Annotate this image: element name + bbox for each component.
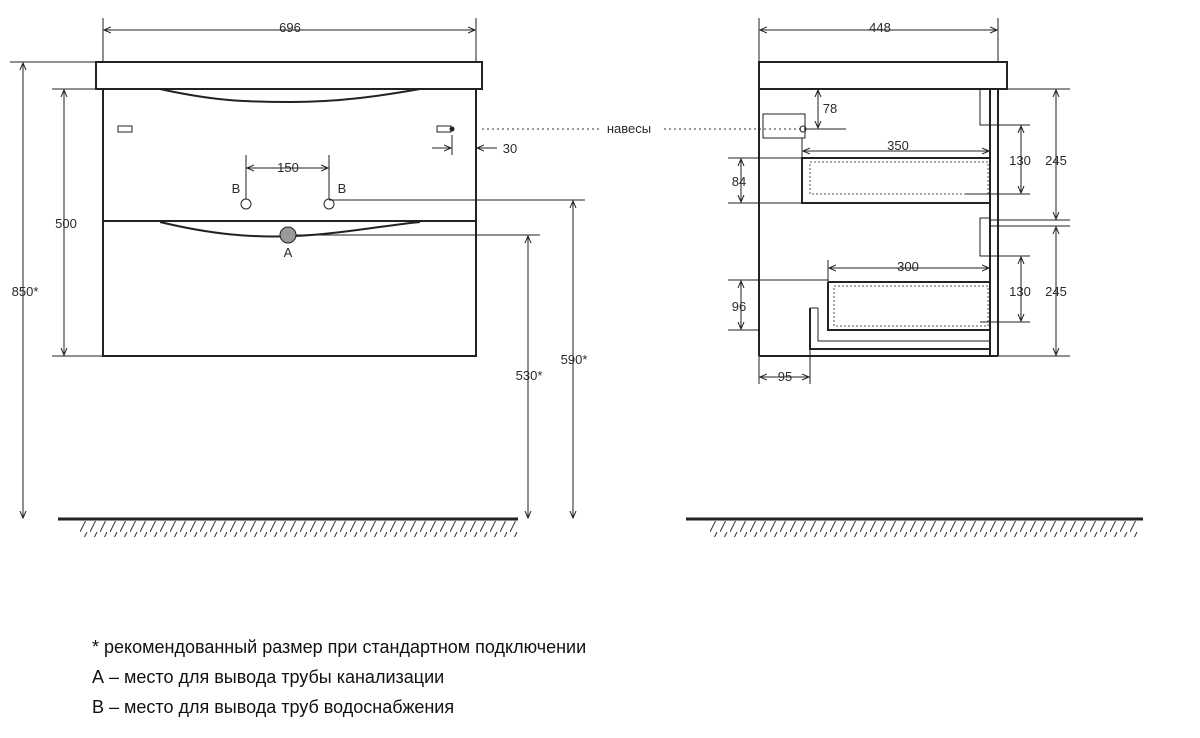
dim-tap-spacing: 150: [277, 160, 299, 175]
dim-width: 696: [279, 20, 301, 35]
hanger-point: [449, 126, 455, 132]
bottom-drawer-front-lip: [979, 217, 991, 257]
dim-bottom-drawer-depth: 300: [897, 259, 919, 274]
note-recommended: * рекомендованный размер при стандартном…: [92, 637, 587, 657]
top-drawer-front-lip: [979, 88, 991, 126]
dim-depth: 448: [869, 20, 891, 35]
side-view: 448 78 350 84 130 245 300 96: [686, 18, 1143, 537]
dim-bottom-drawer-section: 245: [1045, 284, 1067, 299]
dim-hanger-offset: 30: [503, 141, 517, 156]
dim-total-height: 850*: [12, 284, 39, 299]
side-bottom-drawer: [827, 281, 990, 331]
dim-top-drawer-depth: 350: [887, 138, 909, 153]
dim-supply-height: 590*: [561, 352, 588, 367]
dim-top-offset: 84: [732, 174, 746, 189]
hanger-right: [436, 125, 452, 133]
dim-hanger-top: 78: [823, 101, 837, 116]
front-cabinet-body: [102, 88, 477, 357]
drain-point: [279, 226, 297, 244]
side-countertop: [758, 61, 1008, 90]
dim-bottom-offset: 96: [732, 299, 746, 314]
label-a: A: [284, 245, 293, 260]
hangers-label: навесы: [607, 121, 651, 136]
dim-drain-height: 530*: [516, 368, 543, 383]
note-supply: В – место для вывода труб водоснабжения: [92, 697, 455, 717]
side-hanger-bracket: [762, 113, 806, 139]
front-floor-hatch: [80, 521, 520, 537]
side-floor-hatch: [708, 521, 1140, 537]
dim-bottom-drawer-inner: 130: [1009, 284, 1031, 299]
notes: * рекомендованный размер при стандартном…: [92, 632, 586, 722]
front-countertop: [95, 61, 483, 90]
hanger-left: [117, 125, 133, 133]
side-top-drawer: [801, 157, 991, 204]
note-drain: А – место для вывода трубы канализации: [92, 667, 445, 687]
label-b-right: B: [338, 181, 347, 196]
dim-top-drawer-inner: 130: [1009, 153, 1031, 168]
dim-body-height: 500: [55, 216, 77, 231]
dim-top-drawer-section: 245: [1045, 153, 1067, 168]
label-b-left: B: [232, 181, 241, 196]
dim-back-gap: 95: [778, 369, 792, 384]
top-drawer-handle: [159, 88, 421, 104]
supply-point-left: [240, 198, 252, 210]
front-view: 696 850* 500 150 B B A 30 590* 530*: [10, 18, 587, 537]
